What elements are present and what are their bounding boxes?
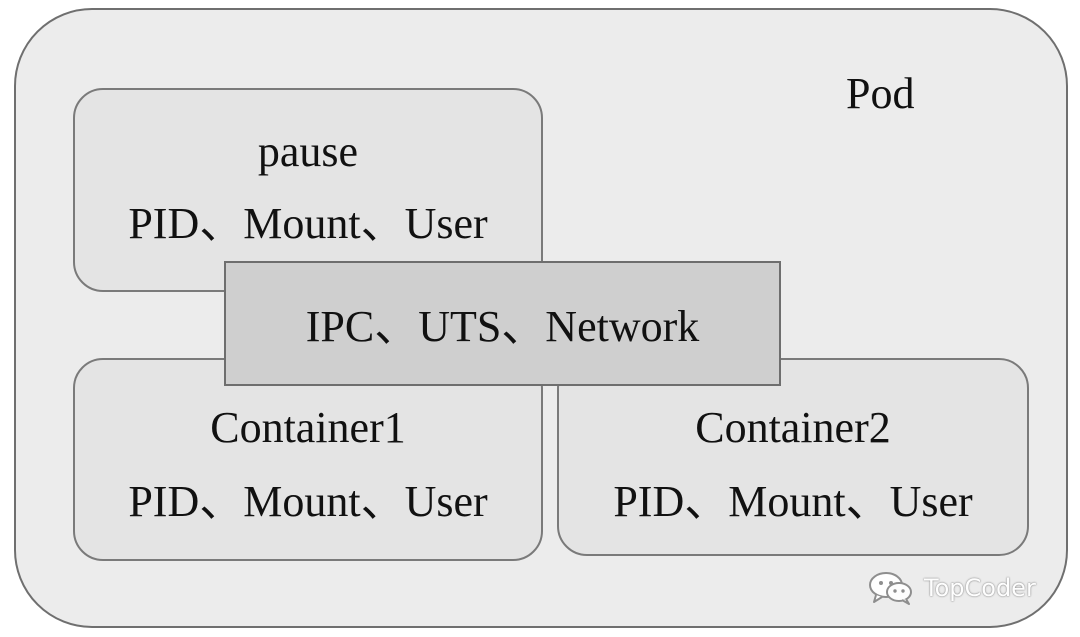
wechat-icon (869, 572, 912, 605)
container1-namespaces: PID、Mount、User (128, 477, 488, 526)
pause-container-name: pause (257, 127, 359, 176)
shared-namespaces-label: IPC、UTS、Network (305, 302, 700, 351)
watermark-text: TopCoder (924, 574, 1036, 602)
container2-name: Container2 (695, 403, 891, 452)
pod-label: Pod (846, 69, 915, 118)
watermark: TopCoder (868, 570, 1036, 606)
container1-box: Container1 PID、Mount、User (73, 358, 543, 561)
pause-namespaces: PID、Mount、User (128, 199, 488, 248)
container1-name: Container1 (210, 403, 406, 452)
shared-namespaces-box: IPC、UTS、Network (224, 261, 781, 386)
container2-namespaces: PID、Mount、User (613, 477, 973, 526)
pause-container-box: pause PID、Mount、User (73, 88, 543, 292)
container2-box: Container2 PID、Mount、User (557, 358, 1029, 556)
